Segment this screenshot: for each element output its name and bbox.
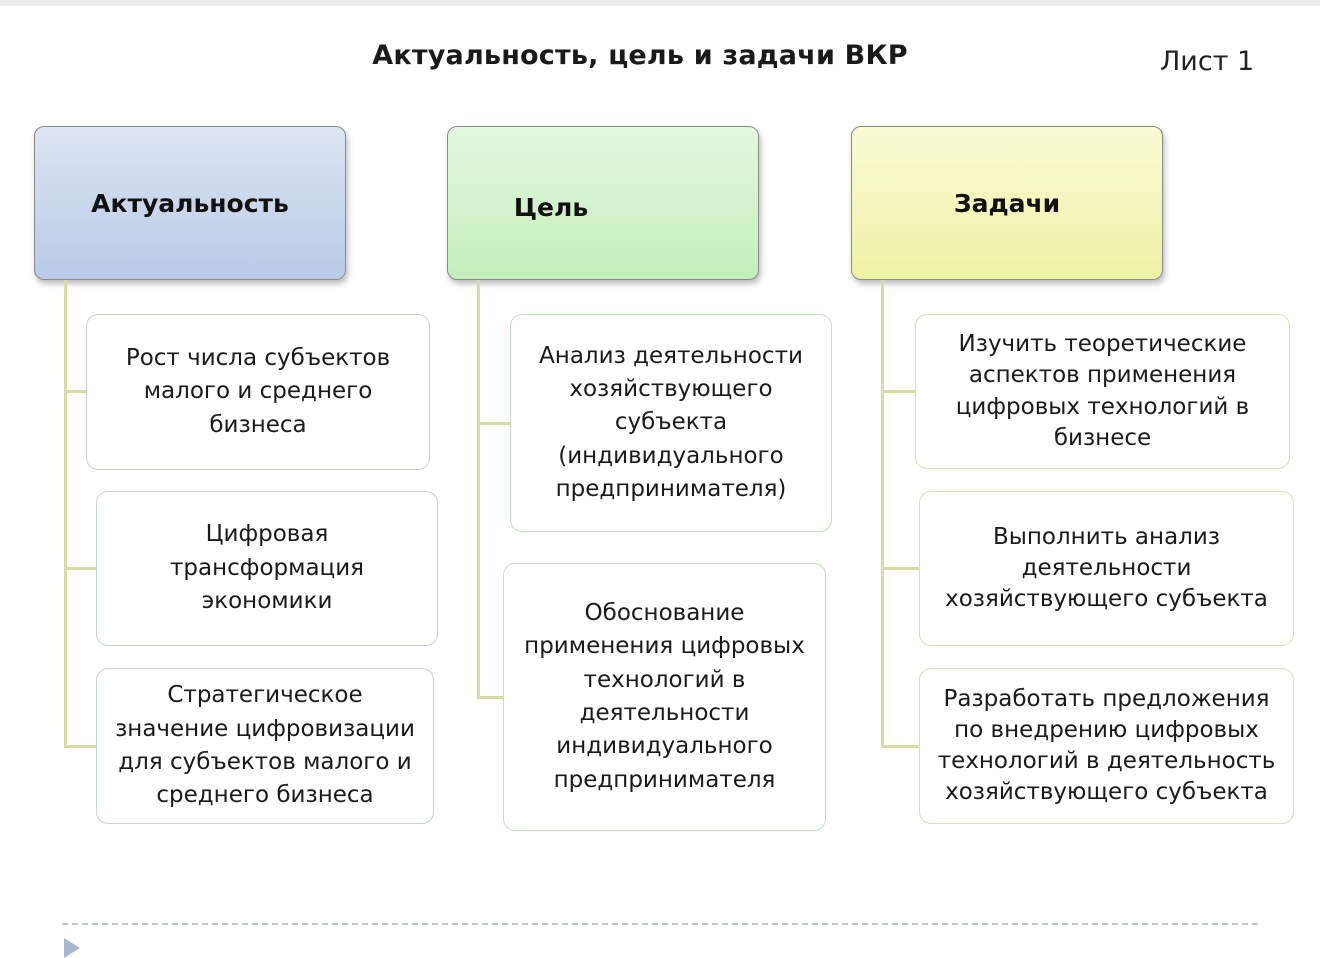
connector-tasks-3 xyxy=(881,745,921,748)
header-tasks: Задачи xyxy=(851,126,1163,280)
connector-tasks-trunk xyxy=(881,280,884,747)
page-title: Актуальность, цель и задачи ВКР xyxy=(372,40,908,71)
header-relevance: Актуальность xyxy=(34,126,346,280)
tasks-item-1: Изучить теоретические аспектов применени… xyxy=(915,314,1290,469)
tasks-item-1-text: Изучить теоретические аспектов применени… xyxy=(955,331,1250,451)
goal-item-2: Обоснование применения цифровых технолог… xyxy=(503,563,826,831)
connector-relevance-3 xyxy=(64,745,98,748)
goal-item-2-text: Обоснование применения цифровых технолог… xyxy=(524,599,805,793)
connector-tasks-2 xyxy=(881,567,921,570)
goal-item-1-text: Анализ деятельности хозяйствующего субъе… xyxy=(539,342,803,503)
header-goal: Цель xyxy=(447,126,759,280)
relevance-item-3-text: Стратегическое значение цифровизации для… xyxy=(115,682,415,809)
connector-relevance-trunk xyxy=(64,280,67,747)
connector-tasks-1 xyxy=(881,390,917,393)
connector-goal-2 xyxy=(477,696,505,699)
relevance-item-1-text: Рост числа субъектов малого и среднего б… xyxy=(125,344,391,438)
tasks-item-3-text: Разработать предложения по внедрению циф… xyxy=(937,685,1276,806)
relevance-item-1: Рост числа субъектов малого и среднего б… xyxy=(86,314,430,470)
footer-divider xyxy=(62,923,1258,925)
top-strip xyxy=(0,0,1320,6)
tasks-item-3: Разработать предложения по внедрению циф… xyxy=(919,668,1294,824)
connector-relevance-1 xyxy=(64,390,88,393)
relevance-item-2: Цифровая трансформация экономики xyxy=(96,491,438,646)
tasks-item-2-text: Выполнить анализ деятельности хозяйствую… xyxy=(945,523,1268,613)
goal-item-1: Анализ деятельности хозяйствующего субъе… xyxy=(510,314,832,532)
header-goal-label: Цель xyxy=(513,192,589,222)
relevance-item-3: Стратегическое значение цифровизации для… xyxy=(96,668,434,824)
tasks-item-2: Выполнить анализ деятельности хозяйствую… xyxy=(919,491,1294,646)
connector-goal-trunk xyxy=(477,280,480,698)
sheet-number: Лист 1 xyxy=(1160,46,1255,77)
relevance-item-2-text: Цифровая трансформация экономики xyxy=(170,521,364,615)
next-slide-arrow-icon[interactable] xyxy=(64,938,80,958)
connector-goal-1 xyxy=(477,422,511,425)
header-relevance-label: Актуальность xyxy=(91,188,289,218)
header-tasks-label: Задачи xyxy=(953,188,1061,218)
connector-relevance-2 xyxy=(64,567,98,570)
